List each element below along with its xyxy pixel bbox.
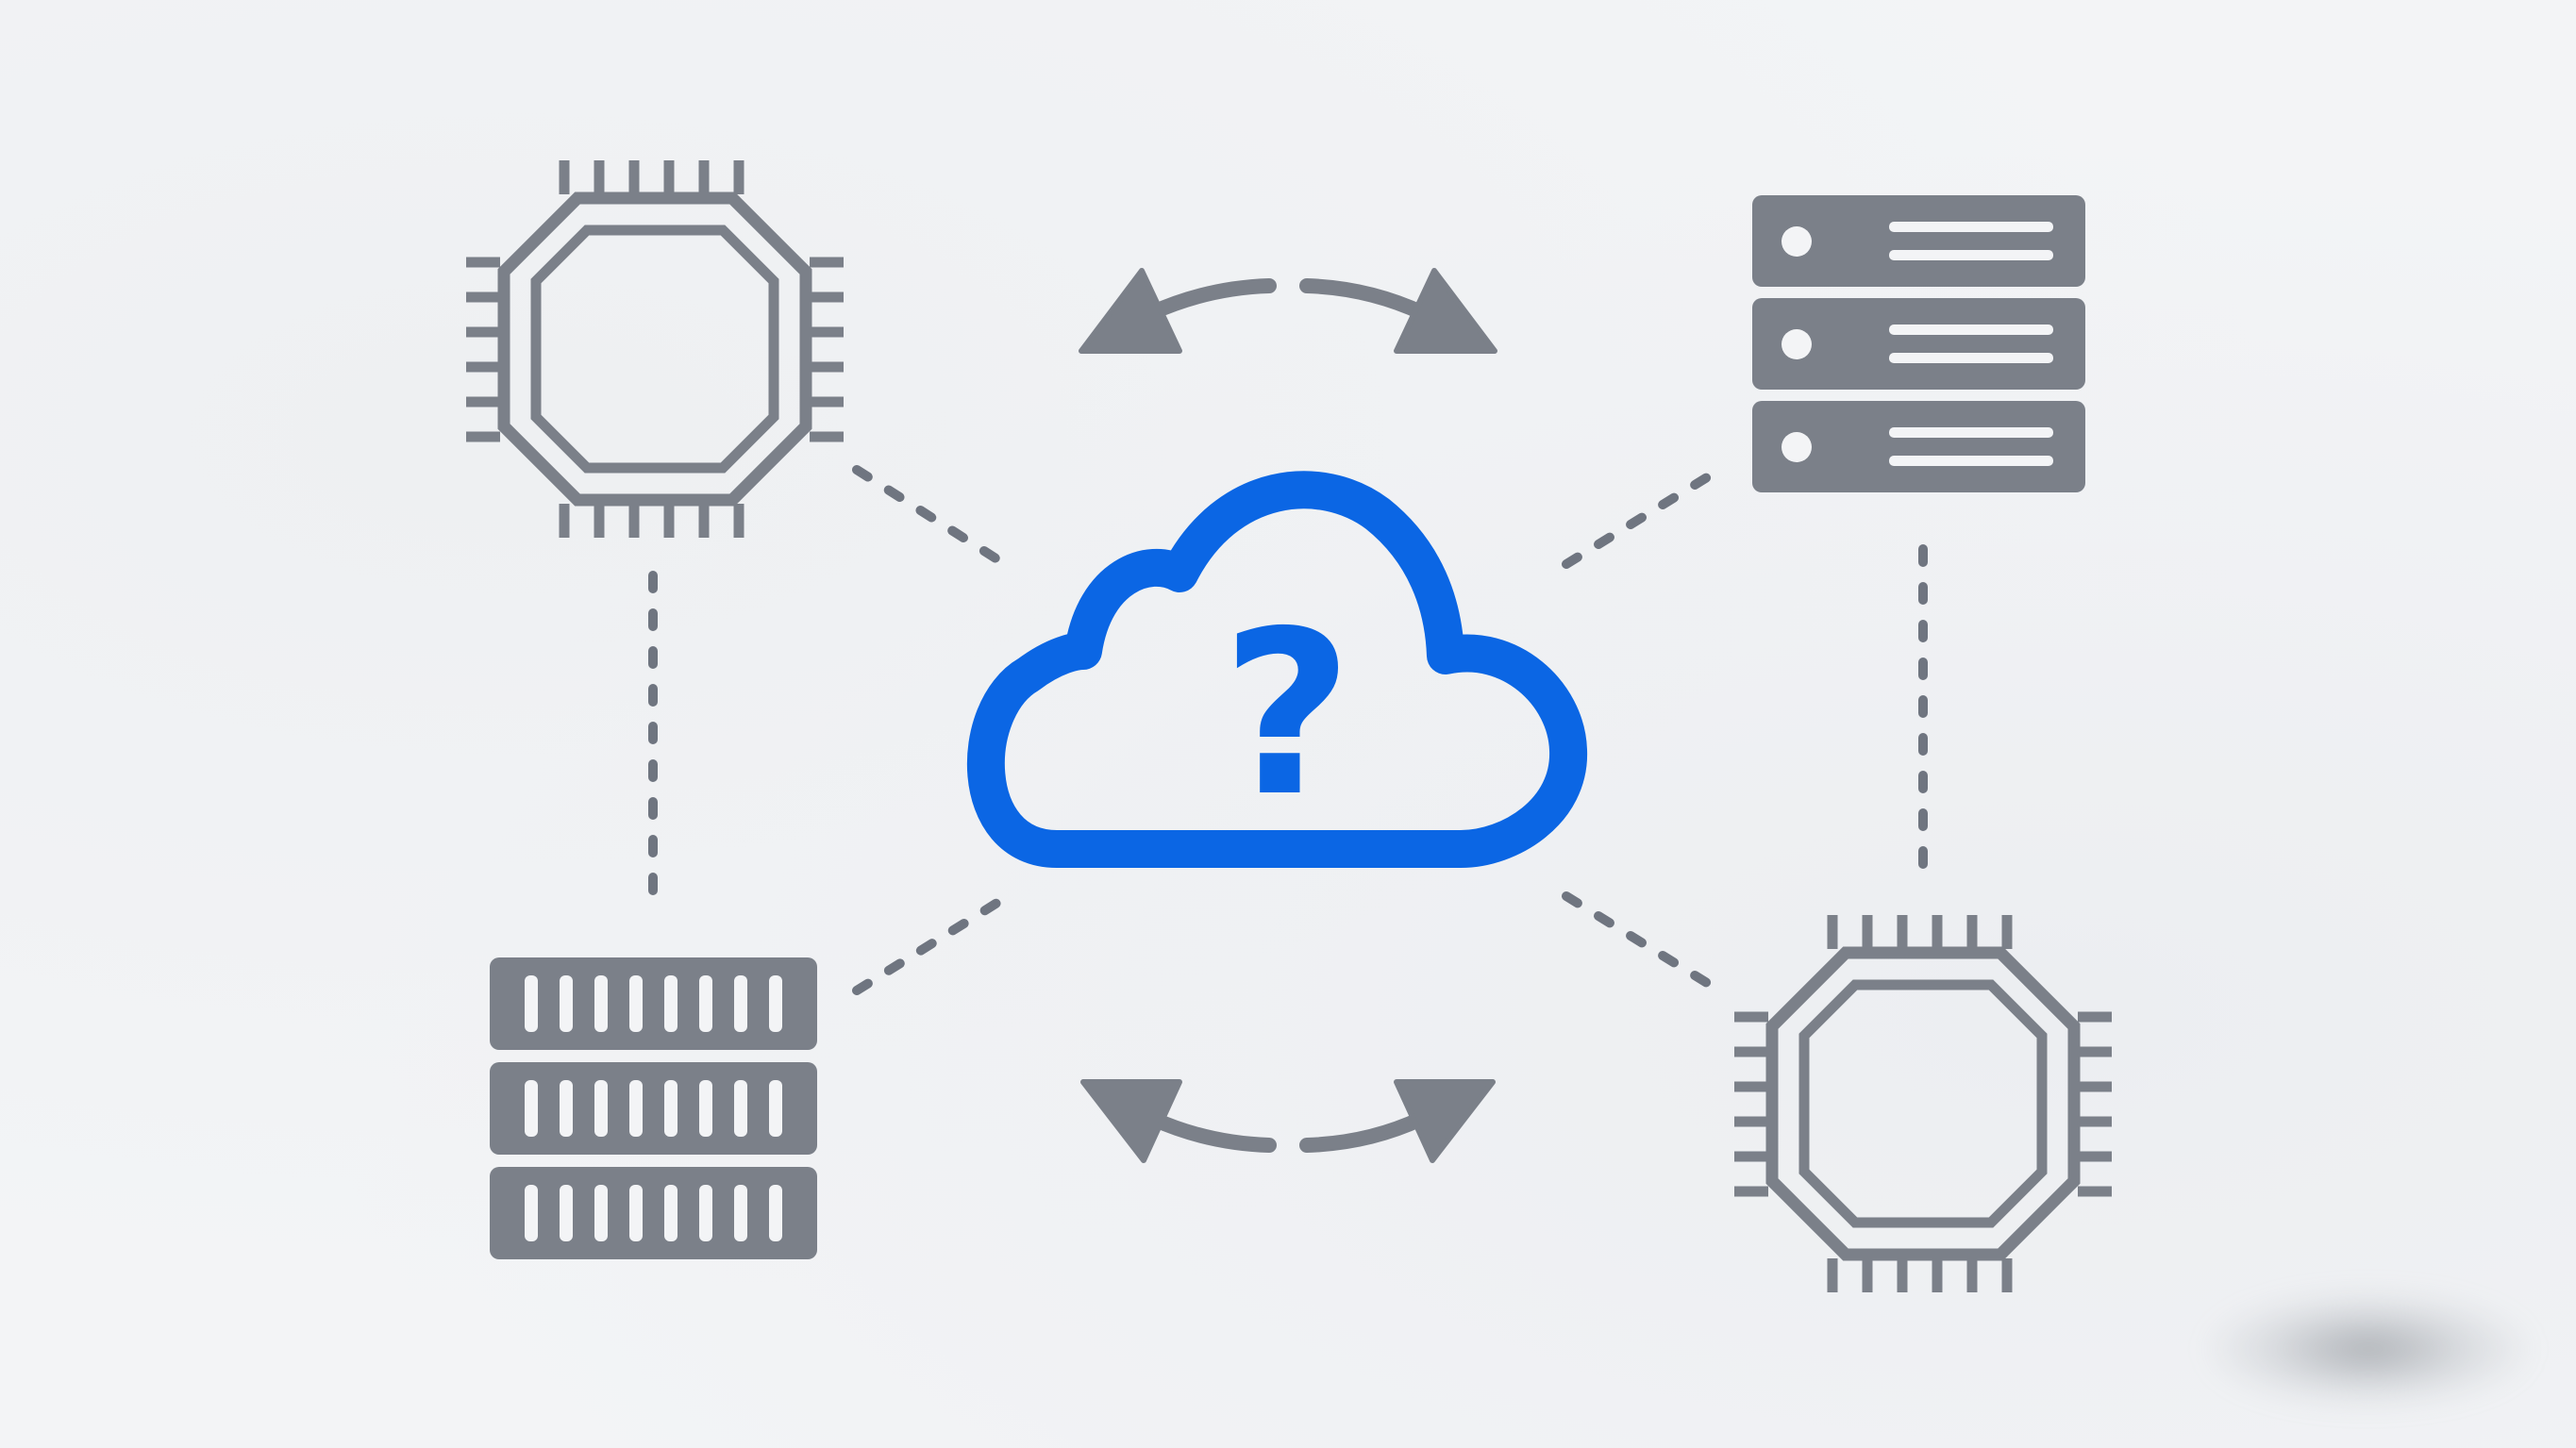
connector-bottom-right	[1562, 891, 1724, 995]
cloud-question-icon: ?	[966, 471, 1588, 868]
background-smudge	[2208, 1292, 2529, 1406]
cpu-chip-icon	[466, 160, 844, 538]
bidirectional-arrow-icon	[1079, 268, 1497, 354]
storage-unit	[490, 1062, 817, 1155]
server-unit	[1752, 298, 2085, 390]
bidirectional-arrow-icon	[1080, 1079, 1496, 1163]
question-mark: ?	[1221, 582, 1352, 846]
storage-array-icon	[490, 957, 817, 1259]
connector-top-left	[852, 465, 1012, 571]
server-unit	[1752, 401, 2085, 492]
connector-bottom-left	[852, 891, 1012, 995]
connector-lines	[648, 465, 1928, 995]
server-unit	[1752, 195, 2085, 287]
server-rack-icon	[1752, 195, 2085, 492]
cpu-chip-icon	[1734, 915, 2112, 1292]
connector-top-right	[1562, 465, 1724, 569]
storage-unit	[490, 1167, 817, 1259]
storage-unit	[490, 957, 817, 1050]
